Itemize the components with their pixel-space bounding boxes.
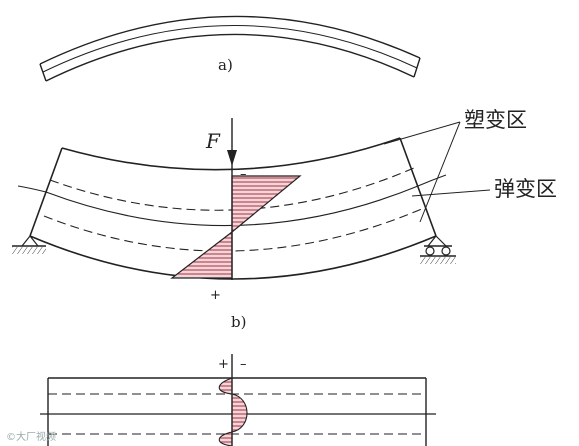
sign-compressive: – bbox=[240, 167, 247, 182]
leader-lines bbox=[383, 121, 491, 223]
caption-a: a) bbox=[218, 56, 233, 74]
figure-a-curved-beam bbox=[39, 15, 421, 82]
force-arrow bbox=[227, 150, 237, 166]
caption-b: b) bbox=[231, 313, 246, 331]
stress-diagram bbox=[170, 118, 302, 280]
sign-tensile: + bbox=[210, 288, 221, 303]
tensile-stress-region bbox=[170, 230, 233, 279]
right-support bbox=[420, 235, 456, 264]
elastic-zone-label: 弹变区 bbox=[494, 177, 557, 201]
left-support bbox=[12, 235, 46, 254]
force-label: F bbox=[205, 129, 221, 153]
sign-c-plus: + bbox=[218, 357, 229, 372]
plastic-zone-label: 塑变区 bbox=[464, 108, 527, 132]
residual-stress-diagram bbox=[218, 354, 248, 446]
watermark: ©大厂视频 bbox=[6, 430, 56, 443]
sign-c-minus: – bbox=[240, 357, 247, 372]
